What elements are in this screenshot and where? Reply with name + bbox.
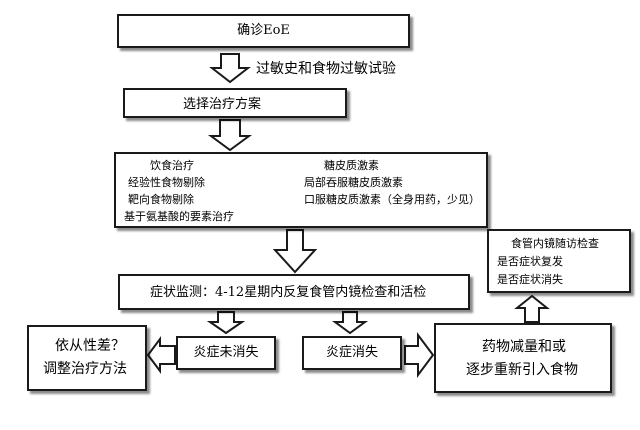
select-treatment-label: 选择治疗方案 <box>183 97 262 112</box>
steroid-heading: 糖皮质激素 <box>324 159 379 172</box>
drug-reduction-line: 逐步重新引入食物 <box>466 362 578 378</box>
monitoring-label: 症状监测：4-12星期内反复食管内镜检查和活检 <box>150 285 427 300</box>
arrow-down-4 <box>206 311 246 335</box>
not-resolved-label: 炎症未消失 <box>193 345 259 361</box>
not-resolved-box: 炎症未消失 <box>176 336 276 370</box>
arrow-left <box>146 336 176 374</box>
followup-line: 食管内镜随访检查 <box>511 237 599 250</box>
arrow-up <box>514 294 550 323</box>
resolved-label: 炎症消失 <box>325 345 378 361</box>
confirm-eoe-box: 确诊EoE <box>117 14 410 48</box>
resolved-box: 炎症消失 <box>302 336 402 370</box>
select-treatment-box: 选择治疗方案 <box>123 88 347 118</box>
diet-item: 靶向食物剔除 <box>128 193 194 206</box>
diet-heading: 饮食治疗 <box>150 159 194 172</box>
drug-reduction-line: 药物减量和或 <box>482 339 566 355</box>
allergy-tests-label: 过敏史和食物过敏试验 <box>256 61 396 77</box>
confirm-eoe-label: 确诊EoE <box>237 23 290 39</box>
drug-reduction-box: 药物减量和或 逐步重新引入食物 <box>434 323 612 393</box>
arrow-down-2 <box>207 119 253 152</box>
poor-compliance-line: 调整治疗方法 <box>43 361 127 377</box>
followup-line: 是否症状复发 <box>497 255 563 268</box>
diet-item: 基于氨基酸的要素治疗 <box>124 210 234 223</box>
arrow-down-1 <box>209 53 251 84</box>
steroid-item: 口服糖皮质激素（全身用药，少见） <box>304 193 480 206</box>
followup-box: 食管内镜随访检查 是否症状复发 是否症状消失 <box>487 229 631 293</box>
poor-compliance-box: 依从性差？ 调整治疗方法 <box>27 325 147 391</box>
steroid-item: 局部吞服糖皮质激素 <box>304 176 403 189</box>
diet-item: 经验性食物剔除 <box>128 176 205 189</box>
poor-compliance-line: 依从性差？ <box>55 338 125 354</box>
treatment-options-box: 饮食治疗 经验性食物剔除 靶向食物剔除 基于氨基酸的要素治疗 糖皮质激素 局部吞… <box>114 152 488 228</box>
arrow-right <box>404 332 435 378</box>
arrow-down-3 <box>272 229 318 274</box>
arrow-down-5 <box>331 311 369 335</box>
followup-line: 是否症状消失 <box>497 273 563 286</box>
monitoring-box: 症状监测：4-12星期内反复食管内镜检查和活检 <box>118 274 470 310</box>
